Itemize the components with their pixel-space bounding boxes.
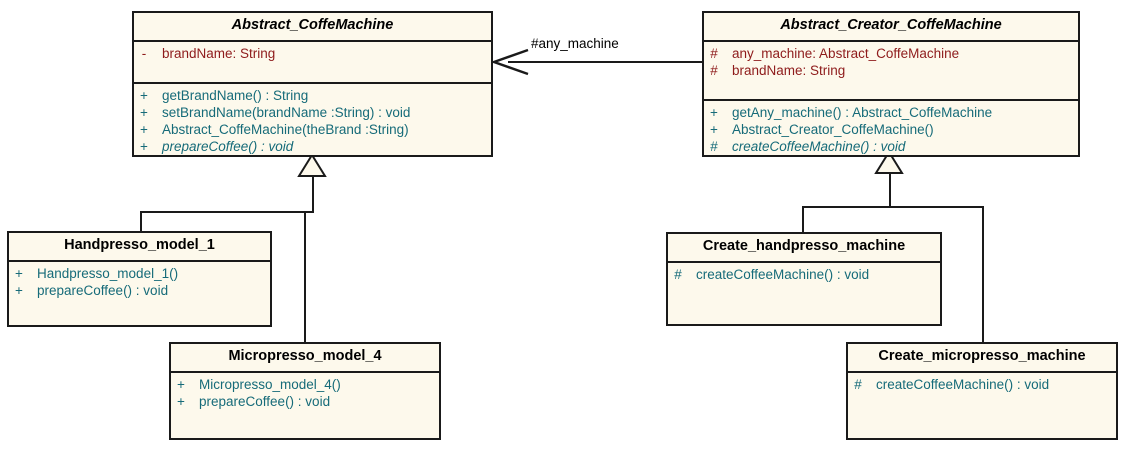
- operation-row: + getAny_machine() : Abstract_CoffeMachi…: [704, 104, 1078, 121]
- class-name-handpresso-model-1: Handpresso_model_1: [64, 237, 215, 253]
- class-name-abstract-creator-coffe-machine: Abstract_Creator_CoffeMachine: [780, 17, 1002, 33]
- association-line-any-machine: [508, 61, 702, 63]
- operation-text: createCoffeeMachine() : void: [696, 266, 870, 282]
- operation-text: createCoffeeMachine() : void: [732, 138, 906, 154]
- class-create-micropresso-machine[interactable]: Create_micropresso_machine # createCoffe…: [846, 342, 1118, 440]
- generalization-branch-micropresso: [304, 211, 306, 342]
- visibility-marker: +: [710, 104, 718, 120]
- operation-row: + prepareCoffee() : void: [134, 138, 491, 155]
- operation-text: Handpresso_model_1(): [37, 265, 179, 281]
- visibility-marker: +: [140, 104, 148, 120]
- operation-text: prepareCoffee() : void: [37, 282, 169, 298]
- operation-text: setBrandName(brandName :String) : void: [162, 104, 411, 120]
- visibility-marker: +: [15, 265, 23, 281]
- attributes-compartment: - brandName: String: [134, 39, 491, 82]
- generalization-bus-right: [802, 206, 984, 208]
- visibility-marker: #: [710, 45, 718, 61]
- operation-row: + prepareCoffee() : void: [171, 393, 439, 410]
- operation-text: prepareCoffee() : void: [199, 393, 331, 409]
- visibility-marker: +: [15, 282, 23, 298]
- operation-row: + Micropresso_model_4(): [171, 376, 439, 393]
- class-handpresso-model-1[interactable]: Handpresso_model_1 + Handpresso_model_1(…: [7, 231, 272, 327]
- operation-row: # createCoffeeMachine() : void: [848, 376, 1116, 393]
- visibility-marker: +: [140, 121, 148, 137]
- operation-row: + Abstract_CoffeMachine(theBrand :String…: [134, 121, 491, 138]
- generalization-stem-right: [889, 168, 891, 208]
- visibility-marker: +: [177, 393, 185, 409]
- class-abstract-creator-coffe-machine[interactable]: Abstract_Creator_CoffeMachine # any_mach…: [702, 11, 1080, 157]
- class-name-micropresso-model-4: Micropresso_model_4: [228, 348, 382, 364]
- association-label-any-machine: #any_machine: [531, 36, 619, 51]
- visibility-marker: +: [177, 376, 185, 392]
- operation-text: createCoffeeMachine() : void: [876, 376, 1050, 392]
- generalization-stem-left: [312, 168, 314, 213]
- operation-row: + Handpresso_model_1(): [9, 265, 270, 282]
- generalization-branch-create-micropresso: [982, 206, 984, 342]
- operation-text: Abstract_CoffeMachine(theBrand :String): [162, 121, 409, 137]
- attribute-row: - brandName: String: [134, 45, 491, 62]
- visibility-marker: #: [854, 376, 862, 392]
- visibility-marker: #: [710, 138, 718, 154]
- attribute-row: # brandName: String: [704, 62, 1078, 79]
- operation-text: getBrandName() : String: [162, 87, 309, 103]
- operations-compartment: + getBrandName() : String + setBrandName…: [134, 81, 491, 159]
- attribute-text: brandName: String: [732, 62, 846, 78]
- class-micropresso-model-4[interactable]: Micropresso_model_4 + Micropresso_model_…: [169, 342, 441, 440]
- visibility-marker: -: [141, 45, 147, 61]
- operation-row: + setBrandName(brandName :String) : void: [134, 104, 491, 121]
- visibility-marker: +: [710, 121, 718, 137]
- generalization-branch-handpresso: [140, 211, 142, 232]
- visibility-marker: +: [140, 138, 148, 154]
- operation-text: Abstract_Creator_CoffeMachine(): [732, 121, 934, 137]
- visibility-marker: #: [710, 62, 718, 78]
- class-create-handpresso-machine[interactable]: Create_handpresso_machine # createCoffee…: [666, 232, 942, 326]
- operations-compartment: + Handpresso_model_1() + prepareCoffee()…: [9, 259, 270, 303]
- operation-text: prepareCoffee() : void: [162, 138, 294, 154]
- class-name-create-handpresso-machine: Create_handpresso_machine: [702, 238, 906, 254]
- operation-text: getAny_machine() : Abstract_CoffeMachine: [732, 104, 993, 120]
- operations-compartment: # createCoffeeMachine() : void: [668, 260, 940, 287]
- generalization-branch-create-handpresso: [802, 206, 804, 232]
- class-abstract-coffe-machine[interactable]: Abstract_CoffeMachine - brandName: Strin…: [132, 11, 493, 157]
- operation-row: + Abstract_Creator_CoffeMachine(): [704, 121, 1078, 138]
- operations-compartment: + getAny_machine() : Abstract_CoffeMachi…: [704, 98, 1078, 159]
- visibility-marker: +: [140, 87, 148, 103]
- operation-text: Micropresso_model_4(): [199, 376, 341, 392]
- operations-compartment: + Micropresso_model_4() + prepareCoffee(…: [171, 370, 439, 414]
- operation-row: + prepareCoffee() : void: [9, 282, 270, 299]
- attribute-row: # any_machine: Abstract_CoffeMachine: [704, 45, 1078, 62]
- class-name-abstract-coffe-machine: Abstract_CoffeMachine: [231, 17, 394, 33]
- class-name-create-micropresso-machine: Create_micropresso_machine: [878, 348, 1086, 364]
- attributes-compartment: # any_machine: Abstract_CoffeMachine # b…: [704, 39, 1078, 99]
- operation-row: # createCoffeeMachine() : void: [668, 266, 940, 283]
- operation-row: # createCoffeeMachine() : void: [704, 138, 1078, 155]
- attribute-text: any_machine: Abstract_CoffeMachine: [732, 45, 960, 61]
- attribute-text: brandName: String: [162, 45, 276, 61]
- generalization-bus-left: [140, 211, 314, 213]
- operation-row: + getBrandName() : String: [134, 87, 491, 104]
- operations-compartment: # createCoffeeMachine() : void: [848, 370, 1116, 397]
- visibility-marker: #: [674, 266, 682, 282]
